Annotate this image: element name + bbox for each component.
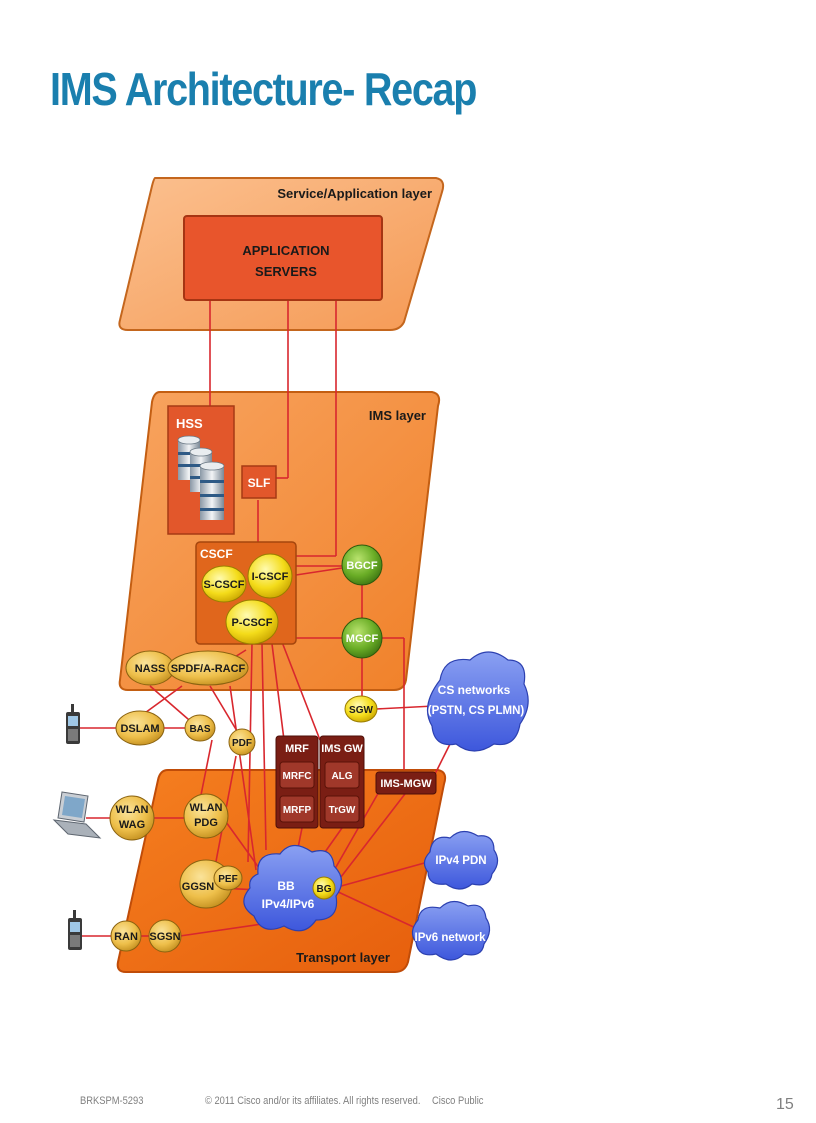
dslam-node: DSLAM [115, 710, 165, 746]
svg-text:GGSN: GGSN [182, 881, 214, 893]
pdf-node: PDF [228, 728, 256, 756]
svg-text:SLF: SLF [248, 476, 271, 490]
footer-copyright: © 2011 Cisco and/or its affiliates. All … [205, 1095, 421, 1107]
nass-node: NASS [125, 650, 175, 686]
svg-text:(PSTN, CS PLMN): (PSTN, CS PLMN) [428, 705, 525, 717]
svg-text:DSLAM: DSLAM [120, 723, 159, 735]
ims-layer-label: IMS layer [369, 408, 426, 423]
svg-text:S-CSCF: S-CSCF [204, 579, 245, 591]
wlan-wag-node: WLAN WAG [109, 795, 155, 841]
svg-text:CS networks: CS networks [438, 683, 511, 697]
ims-gw-group: IMS GW ALG TrGW [319, 735, 365, 829]
bas-node: BAS [184, 714, 216, 742]
service-layer-label: Service/Application layer [277, 186, 432, 201]
spdf-a-racf-node: SPDF/A-RACF [167, 650, 249, 686]
application-servers: APPLICATION SERVERS [183, 215, 383, 301]
svg-text:WLAN: WLAN [116, 804, 149, 816]
connection-lines [80, 300, 453, 937]
mobile-phone-icon [66, 704, 80, 744]
svg-text:PEF: PEF [218, 874, 237, 885]
svg-text:BAS: BAS [189, 724, 210, 735]
svg-text:ALG: ALG [331, 771, 352, 782]
svg-text:SGSN: SGSN [149, 931, 180, 943]
svg-text:TrGW: TrGW [329, 805, 356, 816]
transport-layer-label: Transport layer [296, 950, 390, 965]
ims-architecture-diagram: Service/Application layer IMS layer Tran… [52, 177, 529, 973]
svg-text:HSS: HSS [176, 416, 203, 431]
wlan-pdg-node: WLAN PDG [183, 793, 229, 839]
svg-text:PDF: PDF [232, 738, 252, 749]
bb-cloud: BB IPv4/IPv6 [243, 844, 343, 932]
svg-text:PDG: PDG [194, 817, 218, 829]
svg-text:MRFC: MRFC [283, 771, 312, 782]
svg-text:RAN: RAN [114, 931, 138, 943]
mgcf-node: MGCF [341, 617, 383, 659]
footer-classification: Cisco Public [432, 1095, 484, 1107]
ipv4-pdn-cloud: IPv4 PDN [423, 830, 499, 890]
hss: HSS [167, 405, 235, 535]
svg-text:IMS GW: IMS GW [321, 743, 363, 755]
ran-node: RAN [110, 920, 142, 952]
pef-node: PEF [213, 865, 243, 891]
svg-text:WLAN: WLAN [190, 802, 223, 814]
svg-text:IPv6 network: IPv6 network [415, 932, 487, 944]
bgcf-node: BGCF [341, 544, 383, 586]
svg-text:BGCF: BGCF [346, 560, 377, 572]
svg-text:P-CSCF: P-CSCF [232, 617, 273, 629]
svg-text:SGW: SGW [349, 705, 373, 716]
svg-text:CSCF: CSCF [200, 547, 233, 561]
svg-text:IMS-MGW: IMS-MGW [380, 778, 432, 790]
svg-text:MGCF: MGCF [346, 633, 379, 645]
sgsn-node: SGSN [148, 919, 182, 953]
slf: SLF [241, 465, 277, 499]
svg-text:WAG: WAG [119, 819, 145, 831]
svg-text:IPv4 PDN: IPv4 PDN [435, 855, 486, 867]
svg-text:SPDF/A-RACF: SPDF/A-RACF [171, 663, 246, 675]
ipv6-network-cloud: IPv6 network [411, 900, 491, 961]
slide-title: IMS Architecture- Recap [50, 63, 477, 115]
svg-text:SERVERS: SERVERS [255, 264, 317, 279]
page-number: 15 [776, 1096, 794, 1113]
s-cscf-node: S-CSCF [201, 565, 247, 603]
ims-mgw-node: IMS-MGW [375, 771, 437, 795]
svg-text:APPLICATION: APPLICATION [242, 243, 329, 258]
svg-text:IPv4/IPv6: IPv4/IPv6 [262, 897, 315, 911]
svg-text:MRFP: MRFP [283, 805, 312, 816]
bg-node: BG [312, 876, 336, 900]
i-cscf-node: I-CSCF [247, 553, 293, 599]
database-icon [177, 435, 225, 520]
mobile-phone-icon [68, 910, 82, 950]
svg-text:NASS: NASS [135, 663, 166, 675]
svg-text:BB: BB [277, 879, 295, 893]
cs-networks-cloud: CS networks (PSTN, CS PLMN) [426, 651, 529, 752]
footer-session: BRKSPM-5293 [80, 1095, 144, 1107]
svg-text:MRF: MRF [285, 743, 309, 755]
sgw-node: SGW [344, 695, 378, 723]
laptop-icon [52, 791, 102, 839]
svg-text:I-CSCF: I-CSCF [252, 571, 289, 583]
mrf-group: MRF MRFC MRFP [275, 735, 319, 829]
p-cscf-node: P-CSCF [225, 599, 279, 645]
svg-text:BG: BG [317, 884, 332, 895]
